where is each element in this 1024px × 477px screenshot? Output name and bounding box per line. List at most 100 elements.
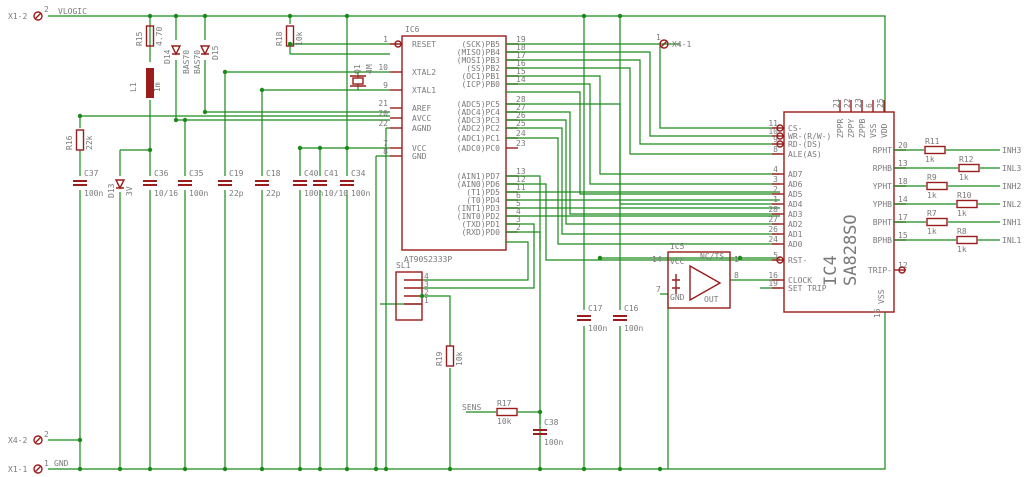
- capacitor-plate: [178, 180, 192, 182]
- osc-pin-vcc: 14: [652, 255, 662, 264]
- capacitor-plate: [340, 184, 354, 186]
- junction-dot: [147, 466, 153, 472]
- net-inl1: INL1: [1002, 236, 1021, 245]
- driver-pin-num: 5: [773, 251, 778, 260]
- mcu-pin-num: 19: [516, 35, 526, 44]
- mcu-pin-label: (OC1)PB1: [461, 72, 500, 81]
- driver-pin-num: 26: [768, 225, 778, 234]
- capacitor-plate: [255, 184, 269, 186]
- invert-bubble: [776, 140, 784, 148]
- mcu-pin-label: (TXD)PD1: [461, 220, 500, 229]
- driver-pin-num: 1: [773, 195, 778, 204]
- connector-name: SL1: [396, 261, 411, 270]
- capacitor-plate: [293, 184, 307, 186]
- driver-pin-label: ALE(AS): [788, 150, 822, 159]
- junction-dot: [147, 147, 153, 153]
- capacitor-value: 100n: [351, 189, 370, 198]
- driver-top-label: ZPPR: [836, 119, 845, 138]
- crystal-name: Q1: [353, 64, 362, 74]
- junction-dot: [617, 466, 623, 472]
- mcu-pin-label: XTAL2: [412, 68, 436, 77]
- resistor-name: R7: [927, 209, 937, 218]
- connector-pin-num: 3: [424, 280, 429, 289]
- mcu-pin-num: 9: [383, 81, 388, 90]
- capacitor-plate: [178, 184, 192, 186]
- driver-pin-label: RD-(DS): [788, 140, 822, 149]
- junction-dot: [447, 466, 453, 472]
- resistor-value: 1k: [927, 227, 937, 236]
- connector-pin-num: 4: [424, 272, 429, 281]
- resistor-name: R9: [927, 173, 937, 182]
- net-inh3: INH3: [1002, 146, 1021, 155]
- rails: [48, 15, 886, 470]
- capacitor-value: 100n: [189, 189, 208, 198]
- mcu-pin-num: 10: [378, 63, 388, 72]
- driver-top-num: 25: [876, 98, 885, 108]
- mcu-pin-num: 6: [516, 191, 521, 200]
- capacitor-value: 10/16: [154, 189, 178, 198]
- driver-pin-label: AD5: [788, 190, 803, 199]
- pin-x41: 1: [656, 33, 661, 42]
- junction-dot: [77, 466, 83, 472]
- mcu-pin-label: (ICP)PB0: [461, 80, 500, 89]
- mcu-name: IC6: [405, 25, 420, 34]
- driver-pin-label: AD0: [788, 240, 803, 249]
- mcu-part: AT90S2333P: [404, 255, 452, 264]
- mcu-pin-num: 14: [516, 75, 526, 84]
- driver-pin-num: 17: [898, 213, 908, 222]
- mcu-pin-num: 11: [516, 183, 526, 192]
- capacitor-plate: [577, 315, 591, 317]
- net-inh1: INH1: [1002, 218, 1021, 227]
- driver-pin-num: 24: [768, 235, 778, 244]
- junction-dot: [147, 13, 153, 19]
- capacitor-plate: [613, 319, 627, 321]
- mcu-pin-label: (MISO)PB4: [457, 48, 501, 57]
- junction-dot: [383, 466, 389, 472]
- mcu-pin-num: 12: [516, 175, 526, 184]
- capacitor-name: C40: [304, 169, 319, 178]
- junction-dot: [222, 466, 228, 472]
- capacitor-plate: [313, 180, 327, 182]
- driver-pin-label: TRIP-: [868, 266, 892, 275]
- resistor-value: 1k: [959, 173, 969, 182]
- invert-bubble: [776, 256, 784, 264]
- mcu-pin-label: AGND: [412, 124, 431, 133]
- junction-dot: [297, 145, 303, 151]
- capacitor-value: 22p: [229, 189, 244, 198]
- capacitor-name: C19: [229, 169, 244, 178]
- junction-dot: [419, 293, 425, 299]
- capacitor-plate: [218, 184, 232, 186]
- diode-d14-name: D14: [163, 49, 172, 64]
- mcu-pin-num: 2: [516, 223, 521, 232]
- mcu-pin-num: 26: [516, 111, 526, 120]
- connector-pin-num: 1: [424, 296, 429, 305]
- resistor-value: 22k: [85, 135, 94, 150]
- mcu-pin-num: 27: [516, 103, 526, 112]
- oscillator-ic5: IC5 VCC GND OUT NC/TS 14 1 7 8: [652, 242, 739, 309]
- resistor-body: [956, 199, 978, 209]
- resistor-name: R10: [957, 191, 972, 200]
- mcu-pin-label: AVCC: [412, 114, 431, 123]
- resistor-name: R17: [497, 399, 512, 408]
- resistor-value: 1k: [925, 155, 935, 164]
- capacitor-name: C36: [154, 169, 169, 178]
- resistor-body: [145, 25, 155, 47]
- driver-pin-num: 2: [773, 185, 778, 194]
- mcu-pin-label: (ADC0)PC0: [457, 144, 501, 153]
- diode-d15-name: D15: [211, 45, 220, 60]
- driver-pin-label: AD6: [788, 180, 803, 189]
- bus-wires: [380, 16, 780, 469]
- capacitor-plate: [255, 180, 269, 182]
- capacitor-name: C37: [84, 169, 99, 178]
- capacitor-value: 22p: [266, 189, 281, 198]
- driver-pin-label: AD2: [788, 220, 803, 229]
- net-gnd-ref: X1-1: [8, 465, 27, 474]
- invert-bubble: [776, 132, 784, 140]
- driver-pin-label: YPHT: [873, 182, 892, 191]
- resistor-name: R16: [65, 135, 74, 150]
- osc-name: IC5: [670, 242, 685, 251]
- driver-top-num: 6: [865, 103, 874, 108]
- driver-pin-num: 15: [898, 231, 908, 240]
- osc-nc: NC/TS: [700, 252, 724, 261]
